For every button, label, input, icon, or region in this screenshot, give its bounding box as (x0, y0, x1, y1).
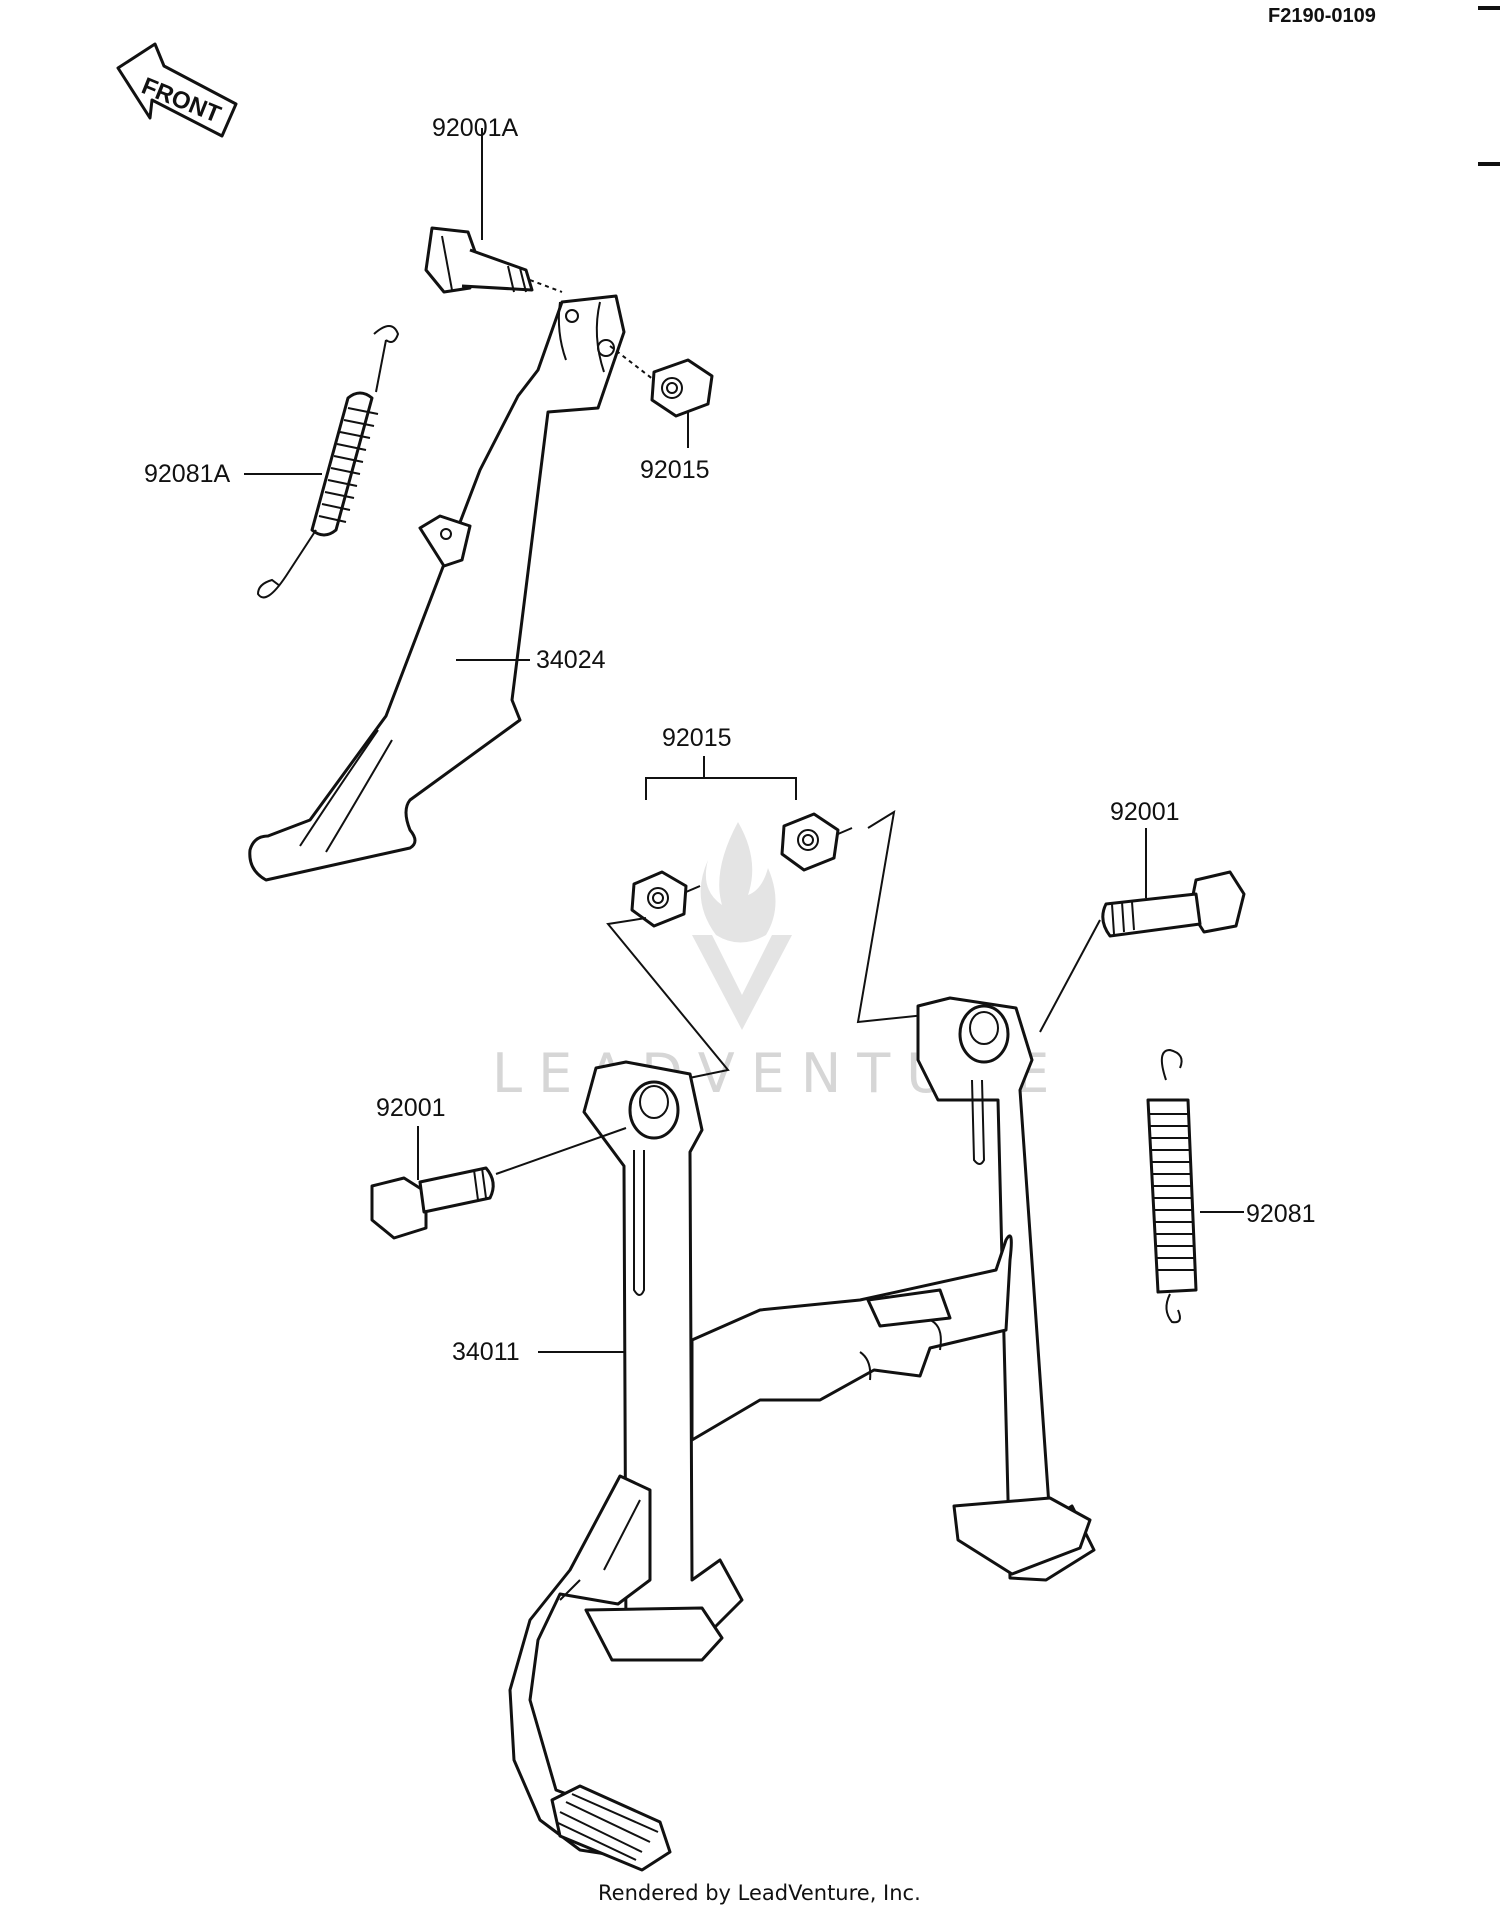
nut-92015-top (609, 345, 714, 418)
callout-34024: 34024 (536, 646, 606, 674)
front-arrow-icon: FRONT (116, 42, 238, 138)
callout-92001-right: 92001 (1110, 798, 1180, 826)
reference-code: F2190-0109 (1268, 5, 1376, 27)
callout-92081A: 92081A (144, 460, 231, 488)
callout-92015-pair: 92015 (662, 724, 732, 752)
callout-92001A: 92001A (432, 114, 519, 142)
bracket-92015-pair (645, 756, 797, 800)
callout-92081: 92081 (1246, 1200, 1316, 1228)
callout-34011: 34011 (452, 1338, 520, 1366)
callout-92015-top: 92015 (640, 456, 710, 484)
side-stand-34024 (248, 294, 626, 882)
credit-text: Rendered by LeadVenture, Inc. (598, 1881, 921, 1905)
spring-92081 (1146, 1048, 1198, 1324)
bolt-92001-left (370, 1127, 627, 1240)
spring-92081A (256, 325, 400, 599)
bolt-92001A (424, 226, 563, 294)
nuts-92015-pair (630, 812, 853, 928)
callout-92001-left: 92001 (376, 1094, 446, 1122)
bolt-92001-right (1039, 870, 1246, 1033)
center-stand-34011 (508, 996, 1096, 1872)
